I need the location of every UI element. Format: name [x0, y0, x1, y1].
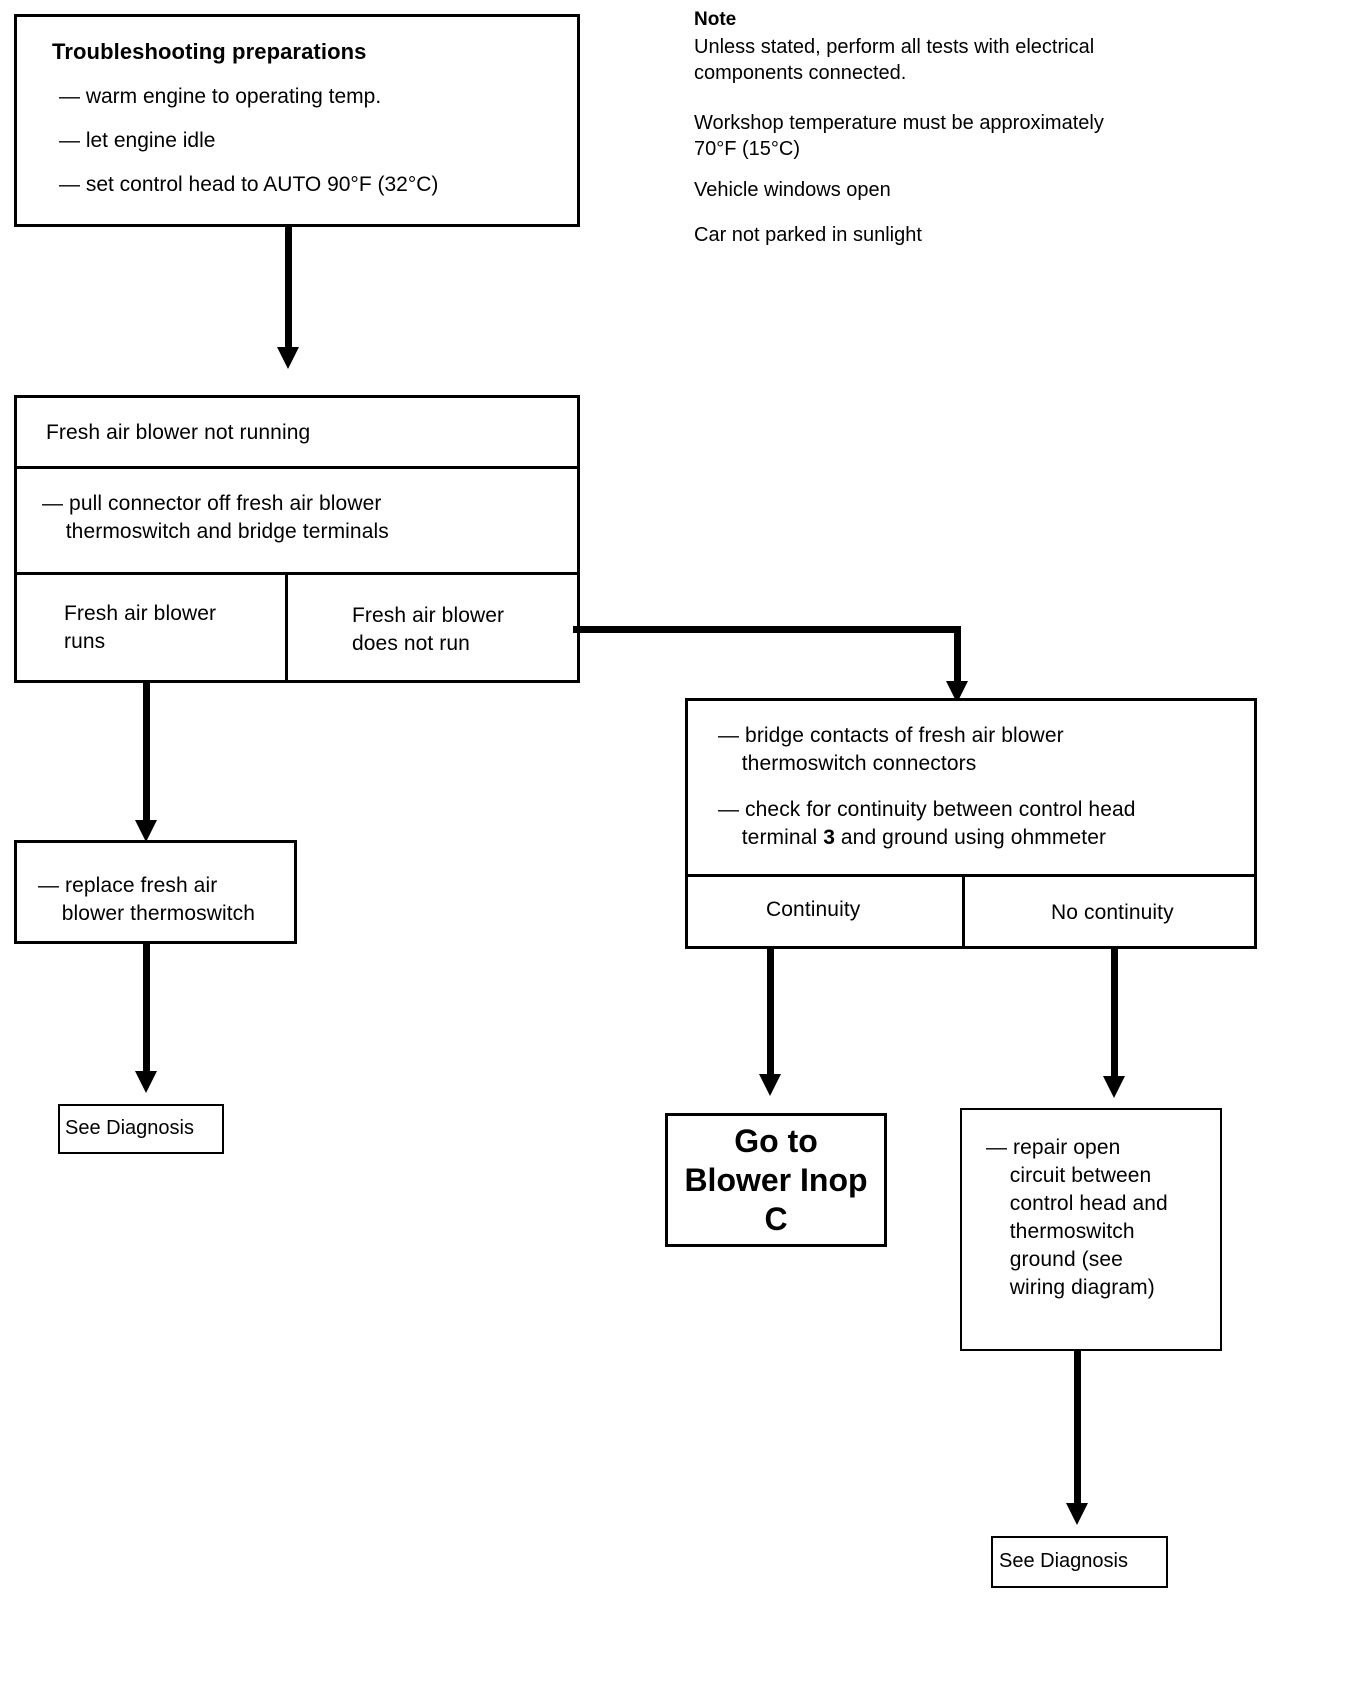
- prep-item-1: — let engine idle: [59, 129, 216, 152]
- note-paragraph-2: Vehicle windows open: [694, 179, 891, 201]
- check-box-divider-vertical: [962, 874, 965, 949]
- symptom-divider-2: [14, 572, 580, 575]
- check-item-2-terminal-number: 3: [823, 826, 835, 849]
- symptom-outcome-left: Fresh air blower runs: [64, 602, 217, 653]
- goto-blower-inop-box: [665, 1113, 887, 1247]
- goto-line-3: C: [764, 1201, 788, 1237]
- note-heading: Note: [694, 9, 737, 30]
- connector-replace-to-diagnosis-head: [135, 1071, 157, 1093]
- see-diagnosis-right-label: See Diagnosis: [999, 1550, 1128, 1572]
- prep-item-2: — set control head to AUTO 90°F (32°C): [59, 173, 439, 196]
- connector-repair-to-diagnosis-head: [1066, 1503, 1088, 1525]
- connector-prep-to-symptom-head: [277, 347, 299, 369]
- connector-runs-to-replace-head: [135, 820, 157, 842]
- prep-title: Troubleshooting preparations: [52, 39, 367, 64]
- symptom-action: — pull connector off fresh air blower th…: [42, 492, 389, 543]
- symptom-box: [14, 395, 580, 683]
- check-item-1: — bridge contacts of fresh air blower th…: [718, 724, 1064, 775]
- connector-runs-to-replace: [143, 683, 150, 823]
- check-box-divider: [685, 874, 1257, 877]
- connector-continuity-to-goto: [767, 949, 774, 1077]
- connector-nocontinuity-to-repair: [1111, 949, 1118, 1079]
- check-continuity-box: [685, 698, 1257, 949]
- check-result-continuity: Continuity: [766, 898, 861, 921]
- goto-line-2: Blower Inop: [684, 1162, 868, 1198]
- goto-line-1: Go to: [734, 1123, 818, 1159]
- prep-item-0: — warm engine to operating temp.: [59, 85, 382, 108]
- note-paragraph-0: Unless stated, perform all tests with el…: [694, 36, 1095, 84]
- symptom-divider-vertical: [285, 572, 288, 683]
- see-diagnosis-right-box: [991, 1536, 1168, 1588]
- connector-replace-to-diagnosis: [143, 944, 150, 1074]
- connector-repair-to-diagnosis: [1074, 1351, 1081, 1506]
- check-result-no-continuity: No continuity: [1051, 901, 1174, 924]
- replace-thermoswitch-box: [14, 840, 297, 944]
- note-paragraph-3: Car not parked in sunlight: [694, 224, 922, 246]
- check-item-2: — check for continuity between control h…: [718, 796, 1248, 852]
- symptom-divider-1: [14, 466, 580, 469]
- repair-open-circuit-text: — repair open circuit between control he…: [986, 1136, 1168, 1299]
- check-item-2-part-a: — check for continuity between control h…: [718, 798, 1136, 849]
- connector-prep-to-symptom: [285, 227, 292, 349]
- connector-doesnotrun-head: [946, 681, 968, 703]
- connector-doesnotrun-vertical: [954, 626, 961, 686]
- see-diagnosis-left-label: See Diagnosis: [65, 1117, 194, 1139]
- note-paragraph-1: Workshop temperature must be approximate…: [694, 112, 1104, 160]
- check-item-2-part-b: and ground using ohmmeter: [834, 826, 1107, 849]
- symptom-outcome-right: Fresh air blower does not run: [352, 604, 505, 655]
- connector-nocontinuity-to-repair-head: [1103, 1076, 1125, 1098]
- connector-continuity-to-goto-head: [759, 1074, 781, 1096]
- replace-thermoswitch-text: — replace fresh air blower thermoswitch: [38, 874, 256, 925]
- symptom-header: Fresh air blower not running: [46, 421, 311, 444]
- repair-open-circuit-box: [960, 1108, 1222, 1351]
- troubleshooting-preparations-box: [14, 14, 580, 227]
- connector-doesnotrun-horizontal: [573, 626, 961, 633]
- see-diagnosis-left-box: [58, 1104, 224, 1154]
